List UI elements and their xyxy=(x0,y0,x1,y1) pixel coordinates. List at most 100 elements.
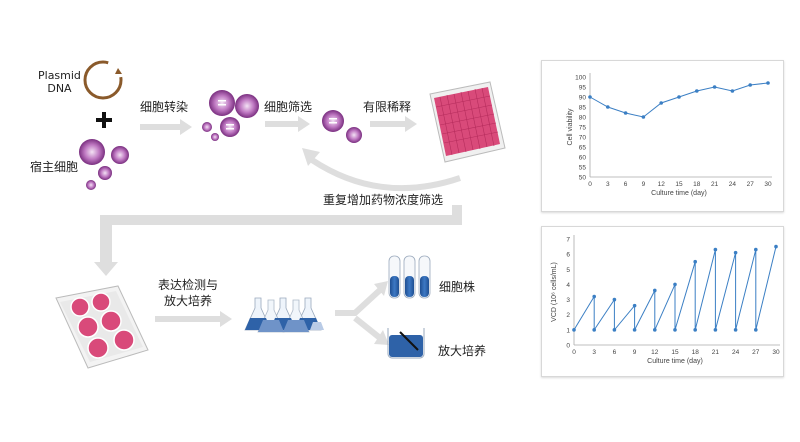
data-point xyxy=(713,247,718,252)
x-tick-label: 15 xyxy=(671,349,679,356)
arrow-fork xyxy=(335,281,389,345)
data-point xyxy=(766,81,770,85)
x-tick-label: 27 xyxy=(752,349,760,356)
bioreactor-icon xyxy=(387,328,425,359)
data-point xyxy=(632,328,637,332)
y-tick-label: 90 xyxy=(579,95,587,102)
x-tick-label: 0 xyxy=(588,181,592,188)
x-tick-label: 27 xyxy=(747,181,755,188)
data-point xyxy=(748,83,752,87)
y-tick-label: 65 xyxy=(579,145,587,152)
y-tick-label: 85 xyxy=(579,105,587,112)
x-tick-label: 0 xyxy=(572,349,576,356)
well-plate-96-icon xyxy=(429,81,506,163)
limiting-dilution-label: 有限稀释 xyxy=(363,100,412,114)
data-point xyxy=(588,95,592,99)
repeat-screening-label: 重复增加药物浓度筛选 xyxy=(323,193,444,207)
arrow-dilution xyxy=(370,116,417,132)
x-axis-title: Culture time (day) xyxy=(651,190,707,197)
transfection-label: 细胞转染 xyxy=(140,100,189,114)
y-tick-label: 1 xyxy=(566,327,570,334)
host-cells-icon xyxy=(79,139,129,190)
well-plate-6-icon xyxy=(55,285,149,369)
x-tick-label: 6 xyxy=(624,181,628,188)
data-point xyxy=(774,244,778,249)
data-point xyxy=(606,105,610,109)
y-tick-label: 70 xyxy=(579,135,587,142)
arrow-expression xyxy=(155,311,232,327)
y-tick-label: 5 xyxy=(566,267,570,274)
y-tick-label: 80 xyxy=(579,115,587,122)
x-tick-label: 30 xyxy=(764,181,772,188)
data-point xyxy=(733,250,738,255)
y-axis-title: VCD (10⁶ cells/mL) xyxy=(551,262,558,322)
x-tick-label: 9 xyxy=(633,349,637,356)
y-tick-label: 100 xyxy=(575,75,586,82)
x-tick-label: 15 xyxy=(675,181,683,188)
data-point xyxy=(733,328,738,332)
data-point xyxy=(653,288,657,293)
y-axis-title: Cell viability xyxy=(567,108,574,145)
workflow-diagram xyxy=(55,60,506,369)
expression-label-line1: 表达检测与 xyxy=(158,278,219,292)
plasmid-label: Plasmid DNA xyxy=(38,69,81,95)
screening-label: 细胞筛选 xyxy=(264,100,313,114)
arrow-screening xyxy=(265,116,310,132)
y-tick-label: 55 xyxy=(579,165,587,172)
arrow-repeat-screening xyxy=(302,148,461,192)
data-point xyxy=(653,328,657,332)
flasks-icon xyxy=(244,297,324,333)
data-point xyxy=(693,328,697,332)
y-tick-label: 4 xyxy=(566,282,570,289)
data-point xyxy=(693,259,697,264)
x-tick-label: 24 xyxy=(729,181,737,188)
x-tick-label: 21 xyxy=(711,181,719,188)
x-tick-label: 18 xyxy=(692,349,700,356)
x-tick-label: 24 xyxy=(732,349,740,356)
data-point xyxy=(641,115,646,119)
data-point xyxy=(712,85,717,89)
data-point xyxy=(730,89,735,93)
x-tick-label: 30 xyxy=(772,349,780,356)
tubes-icon xyxy=(388,255,431,299)
x-tick-label: 21 xyxy=(712,349,720,356)
data-point xyxy=(695,89,699,93)
data-point xyxy=(754,247,758,252)
data-point xyxy=(673,282,677,287)
data-point xyxy=(612,297,617,302)
x-axis-title: Culture time (day) xyxy=(647,358,703,365)
x-tick-label: 9 xyxy=(642,181,646,188)
data-point xyxy=(713,328,718,332)
expression-label-line2: 放大培养 xyxy=(164,294,213,308)
plasmid-label-line1: Plasmid xyxy=(38,69,81,82)
data-point xyxy=(659,101,663,105)
data-point xyxy=(572,328,576,332)
series-line xyxy=(573,246,777,332)
y-tick-label: 3 xyxy=(566,297,570,304)
screened-cells-icon xyxy=(322,110,362,143)
host-cells-label: 宿主细胞 xyxy=(30,160,79,174)
data-point xyxy=(673,328,677,332)
arrow-connector-down xyxy=(94,205,462,276)
x-tick-label: 3 xyxy=(606,181,610,188)
data-point xyxy=(592,294,596,299)
y-tick-label: 50 xyxy=(579,175,587,182)
data-point xyxy=(592,328,596,332)
plasmid-label-line2: DNA xyxy=(47,82,72,95)
x-tick-label: 12 xyxy=(651,349,659,356)
x-tick-label: 3 xyxy=(592,349,596,356)
y-tick-label: 75 xyxy=(579,125,587,132)
transfected-cells-icon xyxy=(202,90,259,141)
y-tick-label: 0 xyxy=(566,343,570,350)
x-tick-label: 12 xyxy=(658,181,666,188)
cell-line-label: 细胞株 xyxy=(439,280,476,294)
y-tick-label: 2 xyxy=(566,312,570,319)
scale-up-label: 放大培养 xyxy=(438,344,487,358)
y-tick-label: 95 xyxy=(579,85,587,92)
x-tick-label: 18 xyxy=(693,181,701,188)
data-point xyxy=(677,95,681,99)
series-line xyxy=(589,82,769,118)
